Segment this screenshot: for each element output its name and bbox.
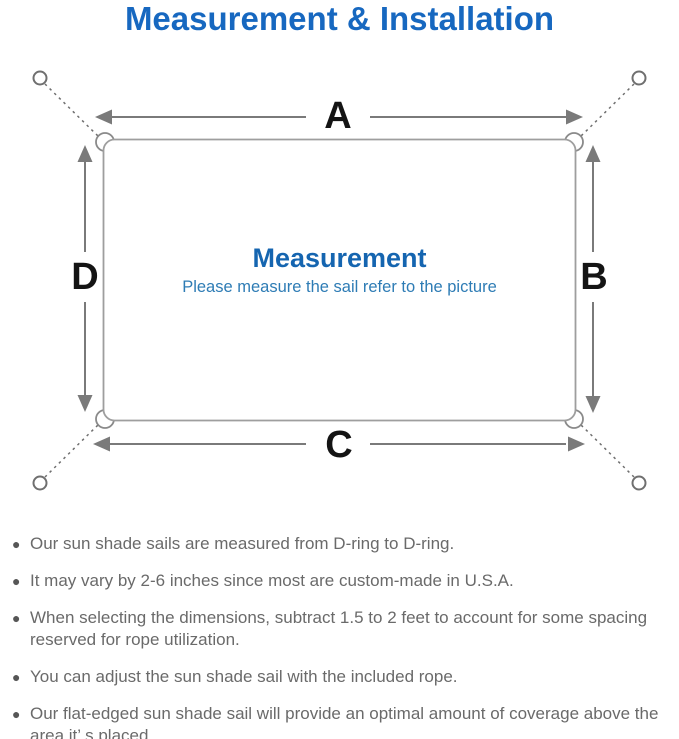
bullet-icon: ● bbox=[12, 573, 21, 589]
note-text: You can adjust the sun shade sail with t… bbox=[30, 667, 458, 686]
bullet-icon: ● bbox=[12, 669, 21, 685]
arrow-b bbox=[585, 145, 601, 413]
sail-center-heading: Measurement bbox=[252, 243, 427, 273]
sail-measurement-diagram bbox=[32, 70, 647, 491]
dimension-label-b: B bbox=[580, 256, 608, 298]
dimension-label-c: C bbox=[325, 424, 353, 466]
list-item: ● It may vary by 2-6 inches since most a… bbox=[12, 570, 673, 592]
list-item: ● When selecting the dimensions, subtrac… bbox=[12, 607, 673, 651]
bullet-icon: ● bbox=[12, 610, 21, 626]
note-text: Our flat-edged sun shade sail will provi… bbox=[30, 704, 659, 739]
rope-dashed-line-top-right bbox=[578, 83, 635, 139]
notes-list: ● Our sun shade sails are measured from … bbox=[12, 533, 673, 739]
arrow-a bbox=[95, 109, 583, 125]
bullet-icon: ● bbox=[12, 706, 21, 722]
dimension-label-d: D bbox=[71, 256, 99, 298]
page-title: Measurement & Installation bbox=[124, 0, 555, 37]
sail-center-subheading: Please measure the sail refer to the pic… bbox=[182, 278, 497, 296]
anchor-ring-icon-top-left bbox=[32, 70, 48, 86]
rope-dashed-line-top-left bbox=[44, 83, 101, 139]
anchor-ring-icon-bottom-right bbox=[631, 475, 647, 491]
arrow-c bbox=[93, 436, 585, 452]
anchor-ring-icon-top-right bbox=[631, 70, 647, 86]
anchor-ring-icon-bottom-left bbox=[32, 475, 48, 491]
sail-outline-rectangle bbox=[102, 138, 577, 422]
list-item: ● Our flat-edged sun shade sail will pro… bbox=[12, 703, 673, 739]
rope-dashed-line-bottom-right bbox=[578, 422, 635, 478]
note-text: It may vary by 2-6 inches since most are… bbox=[30, 571, 514, 590]
arrow-d bbox=[77, 145, 93, 412]
list-item: ● You can adjust the sun shade sail with… bbox=[12, 666, 673, 688]
note-text: When selecting the dimensions, subtract … bbox=[30, 608, 648, 649]
note-text: Our sun shade sails are measured from D-… bbox=[30, 534, 455, 553]
dimension-label-a: A bbox=[324, 95, 352, 137]
list-item: ● Our sun shade sails are measured from … bbox=[12, 533, 673, 555]
rope-dashed-line-bottom-left bbox=[44, 422, 101, 478]
bullet-icon: ● bbox=[12, 536, 21, 552]
